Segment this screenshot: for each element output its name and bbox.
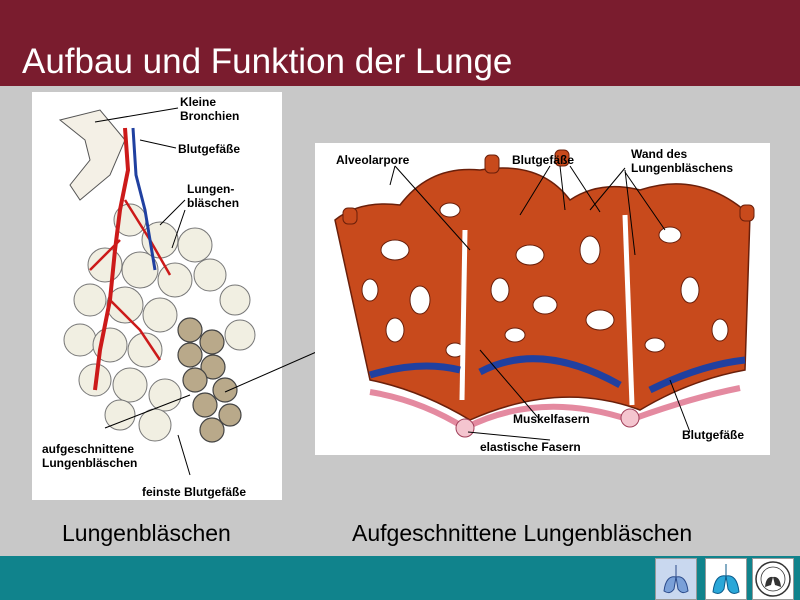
label-blutgefaesse-left: Blutgefäße [178, 142, 241, 156]
society-seal-logo-icon [752, 558, 794, 600]
right-pointer-lines [389, 165, 691, 441]
caption-aufgeschnittene-lungenblaeschen: Aufgeschnittene Lungenbläschen [352, 520, 693, 546]
label-kleine-bronchien: Kleine Bronchien [180, 95, 239, 123]
label-aufgeschnittene: aufgeschnittene Lungenbläschen [42, 442, 138, 470]
muscle-fiber-layer [369, 385, 741, 432]
label-kleine-bronchien-text: Kleine Bronchien [180, 95, 240, 123]
left-pointer-lines [94, 107, 191, 476]
label-alveolarpore: Alveolarpore [336, 153, 410, 167]
lung-outline-logo-icon [705, 558, 747, 600]
vein-vessel [131, 127, 157, 271]
label-lungenblaeschen: Lungen- bläschen [187, 182, 240, 210]
label-elastische-fasern: elastische Fasern [480, 440, 581, 454]
title-bar [0, 0, 800, 86]
artery-vessel [93, 127, 131, 391]
septum-walls [459, 214, 635, 406]
blood-vessel-stubs [342, 149, 755, 225]
cut-alveoli [177, 317, 242, 443]
label-muskelfasern: Muskelfasern [513, 412, 590, 426]
alveolar-pores [361, 202, 729, 358]
lung-logo-icon [655, 558, 697, 600]
slide-title: Aufbau und Funktion der Lunge [22, 42, 513, 81]
label-blutgefaesse-top: Blutgefäße [512, 153, 575, 167]
alveolar-wall-tissue [334, 167, 751, 421]
label-wand-des-lungenblaeschens: Wand des Lungenbläschens [631, 147, 734, 175]
label-blutgefaesse-bottom: Blutgefäße [682, 428, 745, 442]
caption-lungenblaeschen: Lungenbläschen [62, 520, 231, 546]
fiber-cross-sections [455, 408, 640, 438]
label-feinste-blutgefaesse: feinste Blutgefäße [142, 485, 247, 499]
